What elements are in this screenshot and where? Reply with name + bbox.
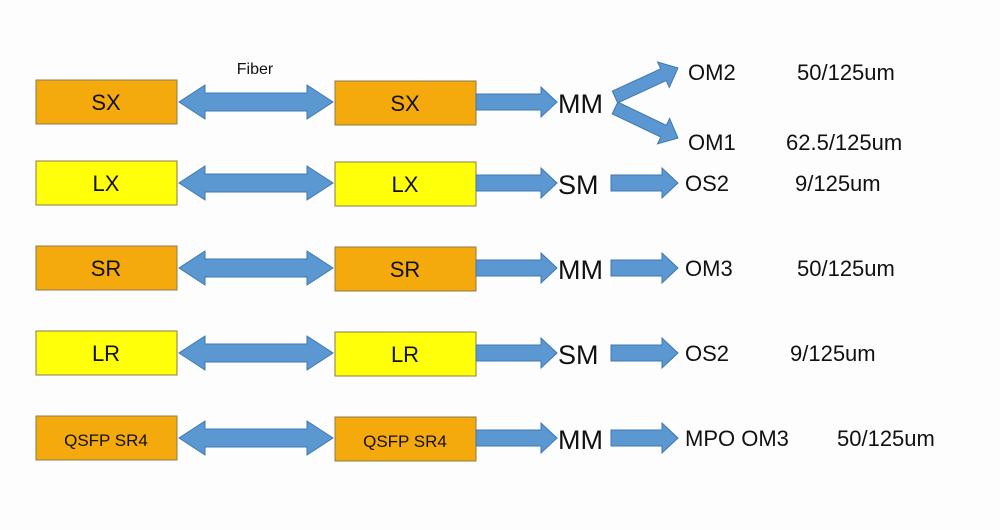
fiber-mode-label: MM xyxy=(558,89,603,119)
arrow-to-fiber-type xyxy=(610,421,679,455)
bidirectional-fiber-arrow xyxy=(178,250,334,286)
arrow-to-mode xyxy=(475,421,558,455)
module-label-left: SR xyxy=(91,256,122,281)
arrow-to-mode xyxy=(475,336,558,370)
row-lx: LX LX SM OS2 9/125um xyxy=(35,160,881,207)
fiber-type-label: MPO OM3 xyxy=(685,426,789,451)
module-box-right xyxy=(334,80,477,126)
arrow-to-mode xyxy=(475,85,558,119)
fiber-label: Fiber xyxy=(237,61,274,78)
module-label-left: LX xyxy=(93,171,120,196)
bidirectional-fiber-arrow xyxy=(178,420,334,456)
fiber-spec-label: 62.5/125um xyxy=(786,130,902,155)
module-box-right xyxy=(334,161,477,207)
bidirectional-fiber-arrow xyxy=(178,335,334,371)
module-label-left: LR xyxy=(92,341,120,366)
row-sr: SR SR MM OM3 50/125um xyxy=(35,245,895,292)
arrow-to-fiber-type xyxy=(610,251,679,285)
branch-arrow xyxy=(611,101,679,145)
fiber-mode-label: SM xyxy=(558,340,599,370)
module-box-right xyxy=(334,331,477,377)
fiber-spec-label: 50/125um xyxy=(837,426,935,451)
fiber-spec-label: 9/125um xyxy=(795,171,881,196)
module-box-left xyxy=(35,245,178,291)
module-box-right xyxy=(334,416,477,462)
fiber-type-label: OS2 xyxy=(685,341,729,366)
module-box-left xyxy=(35,415,178,461)
module-box-left xyxy=(35,160,178,206)
fiber-mode-label: SM xyxy=(558,170,599,200)
fiber-spec-label: 50/125um xyxy=(797,60,895,85)
module-label-left: QSFP SR4 xyxy=(64,431,148,450)
bidirectional-fiber-arrow xyxy=(178,84,334,120)
fiber-mode-label: MM xyxy=(558,425,603,455)
arrow-to-fiber-type xyxy=(610,166,679,200)
branch-arrow xyxy=(611,61,679,104)
arrow-to-mode xyxy=(475,251,558,285)
arrow-to-mode xyxy=(475,166,558,200)
module-label-right: LR xyxy=(391,342,419,367)
module-label-left: SX xyxy=(91,90,121,115)
bidirectional-fiber-arrow xyxy=(178,165,334,201)
fiber-type-label: OS2 xyxy=(685,171,729,196)
fiber-mode-label: MM xyxy=(558,255,603,285)
fiber-spec-label: 50/125um xyxy=(797,256,895,281)
module-label-right: SX xyxy=(390,91,420,116)
fiber-type-label: OM1 xyxy=(688,130,736,155)
fiber-spec-label: 9/125um xyxy=(790,341,876,366)
row-qsfp-sr4: QSFP SR4 QSFP SR4 MM MPO OM3 50/125um xyxy=(35,415,935,462)
arrow-to-fiber-type xyxy=(610,336,679,370)
module-box-left xyxy=(35,330,178,376)
fiber-type-label: OM3 xyxy=(685,256,733,281)
module-label-right: QSFP SR4 xyxy=(363,432,447,451)
module-box-left xyxy=(35,79,178,125)
module-box-right xyxy=(334,246,477,292)
module-label-right: SR xyxy=(390,257,421,282)
fiber-type-label: OM2 xyxy=(688,60,736,85)
row-lr: LR LR SM OS2 9/125um xyxy=(35,330,876,377)
module-label-right: LX xyxy=(392,172,419,197)
